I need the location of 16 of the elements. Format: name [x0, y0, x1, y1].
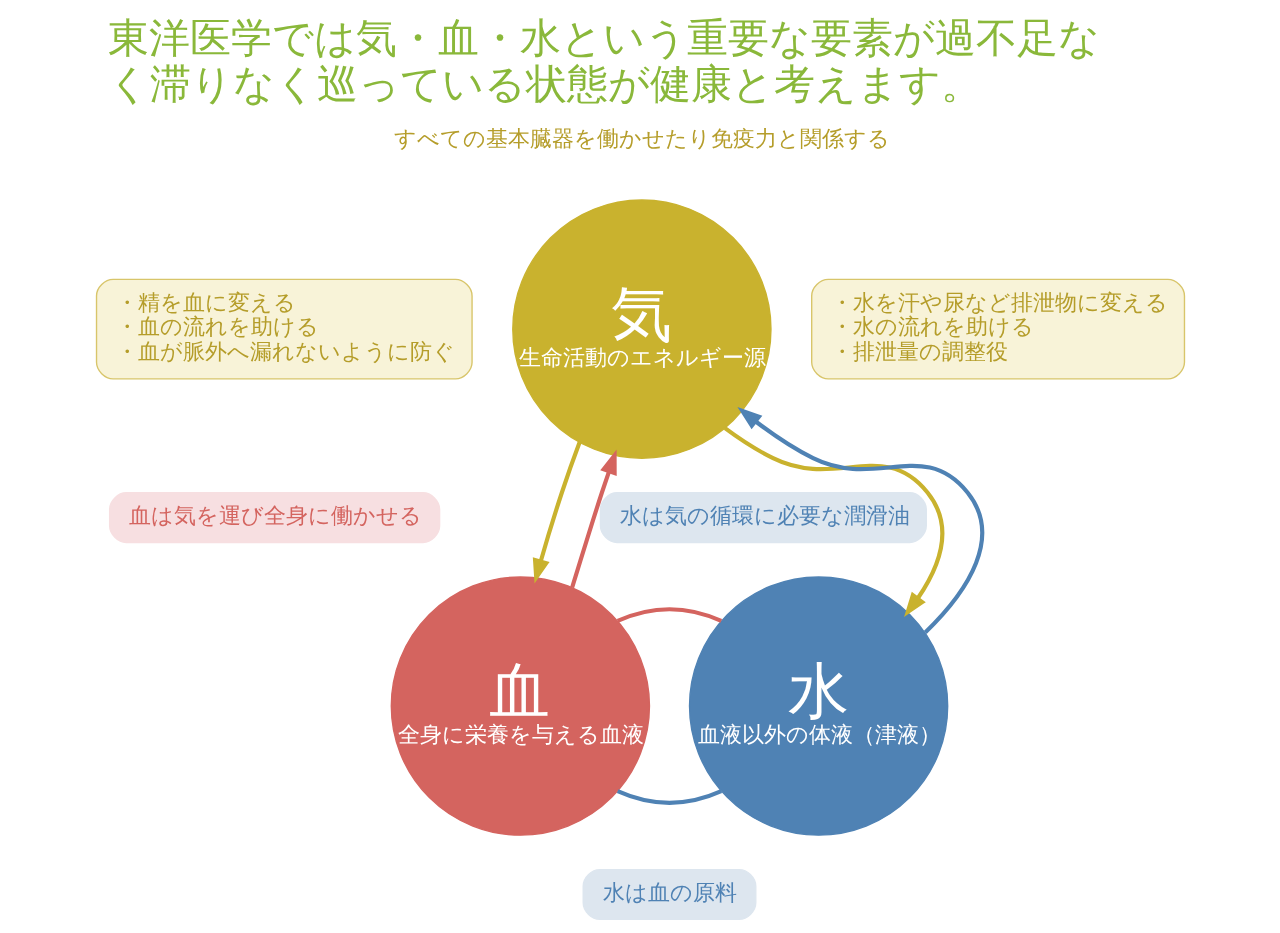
arrow	[569, 449, 617, 589]
diagram-title: 東洋医学では気・血・水という重要な要素が過不足なく滞りなく巡っている状態が健康と考えます。	[107, 14, 1100, 108]
arrow	[532, 441, 582, 584]
node-label: すべての基本臓器を働かせたり免疫力と関係する	[393, 124, 890, 151]
node-circle: 血 全身に栄養を与える血液	[390, 576, 650, 836]
connector	[616, 607, 722, 623]
node-circle: 水 血液以外の体液（津液）	[688, 576, 948, 836]
arrow	[736, 407, 984, 634]
node-circle: 気 生命活動のエネルギー源	[511, 199, 772, 459]
node-box: 血は気を運び全身に働かせる	[108, 492, 440, 544]
node-box: ・水を汗や尿など排泄物に変える ・水の流れを助ける ・排泄量の調整役	[810, 278, 1185, 380]
connector	[616, 789, 722, 805]
node-box: ・精を血に変える ・血の流れを助ける ・血が脈外へ漏れないように防ぐ	[95, 278, 473, 380]
node-box: 水は血の原料	[582, 868, 756, 921]
arrow	[723, 426, 944, 618]
node-box: 水は気の循環に必要な潤滑油	[599, 492, 927, 544]
